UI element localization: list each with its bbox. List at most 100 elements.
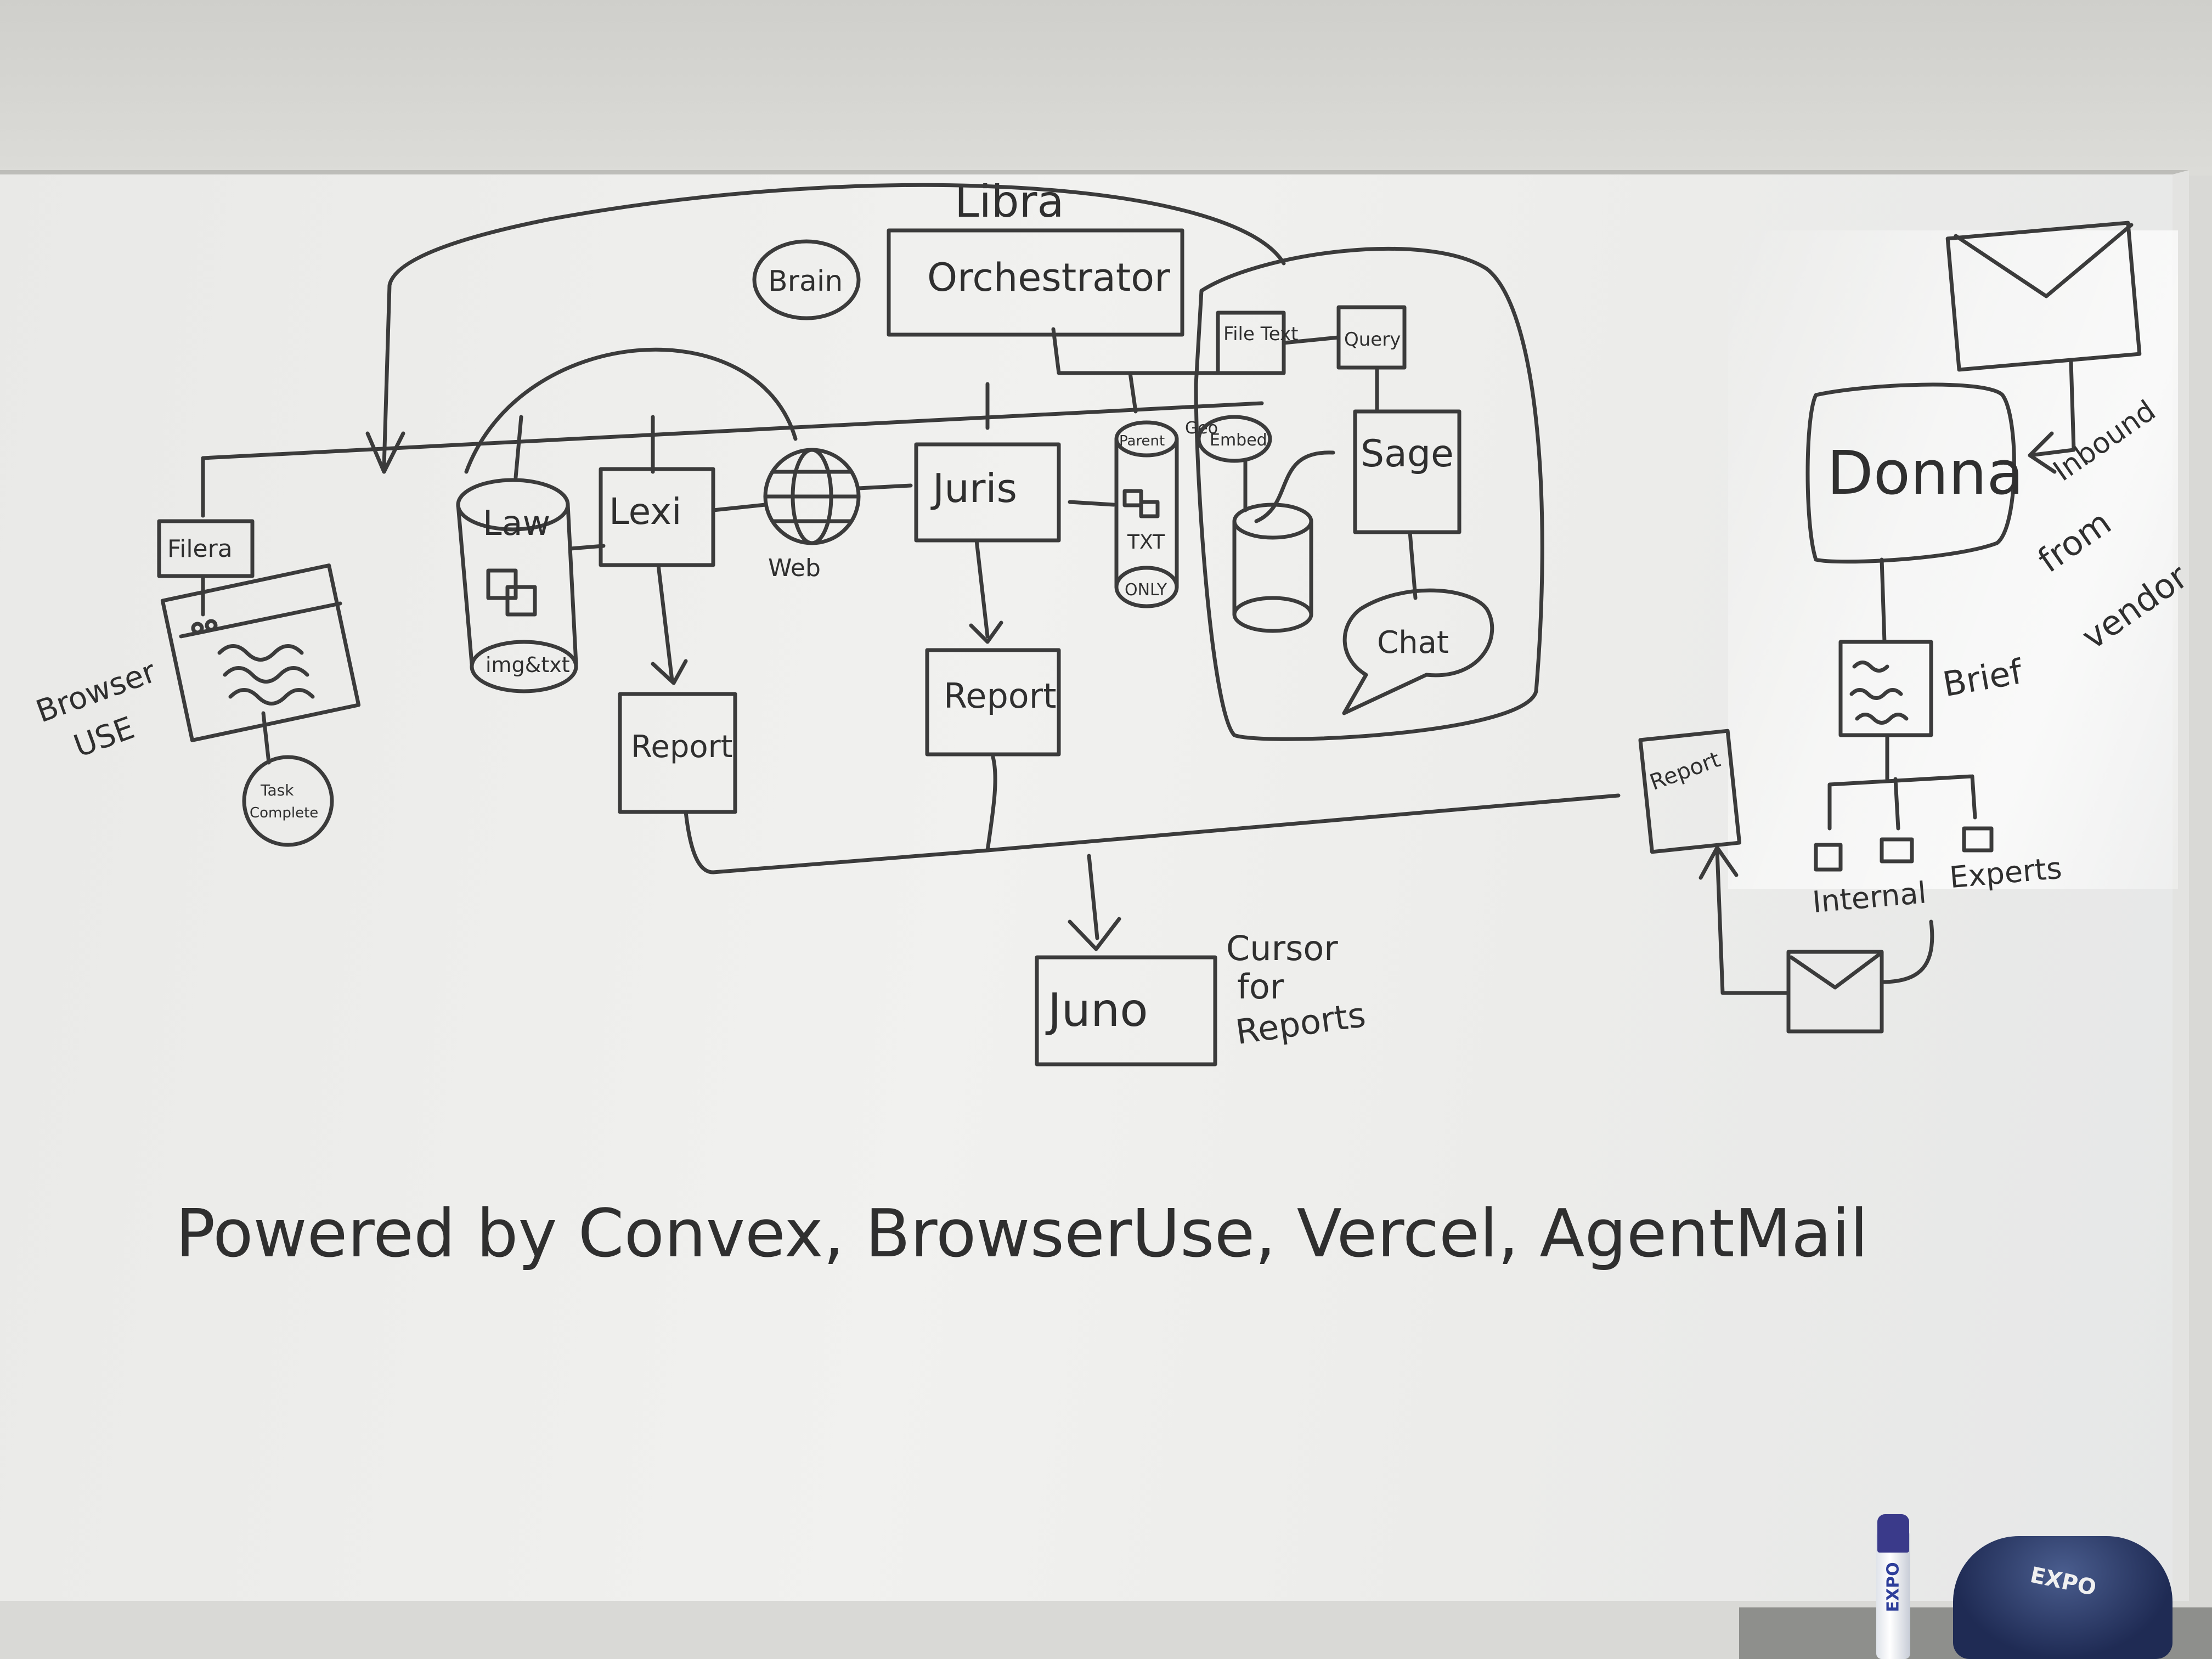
browser-titlebar [179,601,342,639]
report-arrowhead [1699,845,1739,880]
doc-icon-a [1122,489,1143,507]
law-doc-2 [505,585,537,617]
envelope-to-donna [2028,360,2076,458]
merge-to-juno [1087,854,1099,940]
browser-use-label-2: USE [69,710,139,764]
inbound-label-3: vendor [2074,556,2195,658]
browser-squiggle-1 [217,644,304,662]
task-complete-label-2: Complete [250,805,318,821]
bus-line [201,401,1264,460]
internal-label: Internal [1811,875,1928,919]
donna-report-link [985,793,1621,853]
report-donna-box [1638,729,1742,854]
brief-fanout-lines [1827,733,1977,831]
powered-by-footer: Powered by Convex, BrowserUse, Vercel, A… [176,1196,1868,1272]
inbound-envelope-icon [1945,221,2142,372]
browser-dot-1 [191,622,204,635]
juris-report-arrowhead [969,620,1003,644]
browser-to-task [261,711,271,765]
report-juris-box [925,648,1061,757]
juno-label: Juno [1045,983,1148,1037]
internal-box-1 [1814,843,1843,872]
task-complete-label-1: Task [260,781,294,799]
donna-label: Donna [1827,438,2024,508]
sage-label: Sage [1361,432,1454,476]
title-libra: Libra [955,176,1064,227]
orch-down-line [1051,327,1264,375]
orch-to-parent [1128,371,1138,414]
chat-label: Chat [1377,625,1449,661]
internal-box-2 [1880,837,1914,864]
lexi-to-report [656,563,674,682]
report-donna-label: Report [1646,747,1723,795]
txt-cylinder-sides [1114,437,1179,589]
orchestrator-box [887,228,1184,337]
reports-merge-line [684,755,997,874]
experts-to-envelope [1880,919,1934,984]
query-label: Query [1344,329,1401,351]
task-complete-circle [242,755,334,847]
loop-line [382,183,1286,469]
experts-label: Experts [1948,851,2063,895]
txt-only-label-2: ONLY [1125,580,1167,600]
db-to-sage [1254,450,1335,523]
browser-squiggle-2 [223,666,309,684]
law-cylinder-bottom [470,640,578,693]
txt-to-juris [1068,500,1116,507]
brain-label: Brain [768,265,843,298]
law-doc-1 [486,568,518,600]
doc-icon-b [1139,500,1160,518]
law-to-lexi [568,544,606,551]
expert-box [1962,826,1994,853]
filera-box [157,519,255,578]
bus-to-law [514,415,523,479]
donna-to-brief [1880,557,1887,644]
vector-db-sides [1232,519,1313,617]
donna-arrowhead [2028,431,2057,474]
inbound-label-2: from [2030,503,2118,581]
lexi-to-web [711,503,768,512]
file-to-query-line [1282,335,1341,345]
marker-cap [1877,1514,1909,1553]
browser-dot-2 [205,619,218,632]
brain-circle [752,239,861,320]
embed-ellipse [1197,415,1272,463]
web-to-juris [856,483,913,490]
marker-brand: EXPO [1883,1562,1903,1612]
txt-cylinder-bottom [1114,566,1179,608]
juno-note-2: for [1237,967,1284,1007]
law-label: Law [483,503,550,543]
juno-box [1035,955,1217,1066]
lexi-label: Lexi [609,490,681,533]
report-juris-label: Report [944,676,1057,716]
sage-box [1353,409,1462,534]
report-lexi-label: Report [631,729,733,765]
juris-label: Juris [930,465,1017,511]
lexi-report-arrowhead [651,659,688,685]
juris-to-report [974,538,990,639]
inbound-envelope-flap [1954,223,2134,298]
eraser [1953,1536,2172,1659]
web-globe-parallels [763,470,861,523]
outbound-envelope-flap [1789,952,1881,990]
browser-use-label-1: Browser [31,653,161,730]
sage-to-chat [1408,530,1418,600]
wall [0,0,2212,176]
web-label: Web [768,554,821,582]
chat-bubble [1342,588,1494,715]
juno-arrowhead [1068,917,1121,951]
juris-box [914,442,1061,543]
browser-window [160,563,361,742]
report-lexi-box [618,692,737,814]
law-cylinder-sides [456,503,578,666]
juno-note-1: Cursor [1226,928,1338,968]
inbound-label-1: Inbound [2047,394,2162,488]
embed-label: Embed [1210,431,1267,450]
vector-db-bottom [1232,596,1313,633]
brief-label: Brief [1940,651,2027,704]
browser-squiggle-3 [228,688,315,706]
parent-label: Parent [1119,433,1165,449]
web-arc [464,347,798,474]
img-txt-label: img&txt [486,653,570,677]
donna-box [1805,382,2016,564]
